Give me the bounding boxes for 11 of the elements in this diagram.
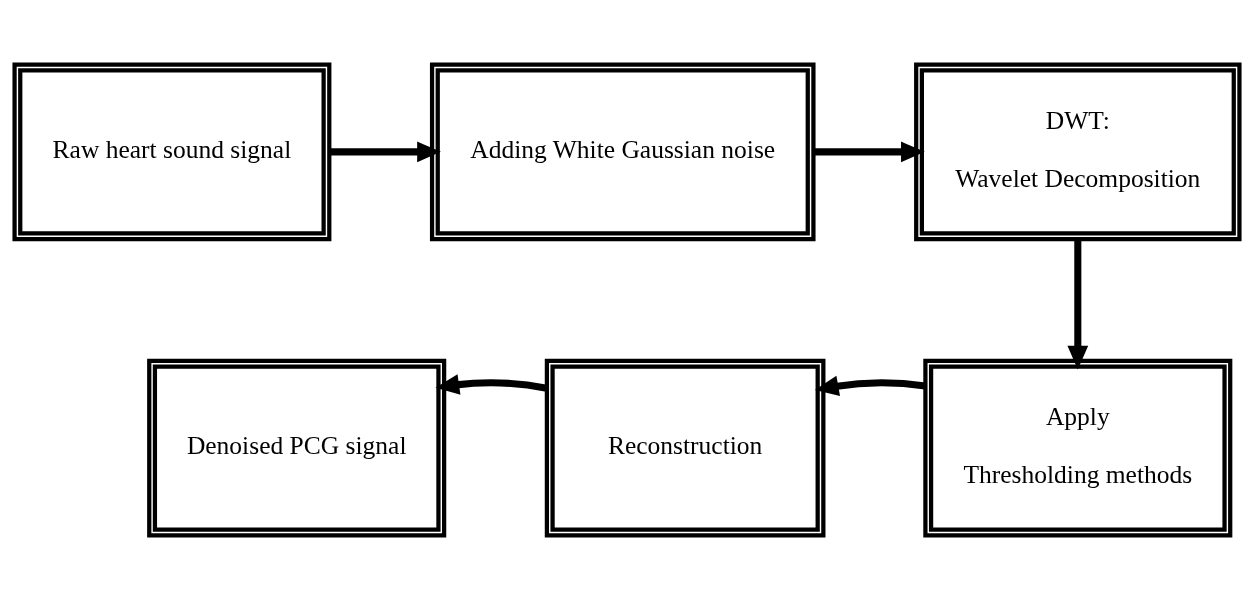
node-box: Denoised PCG signal (147, 358, 447, 538)
arrow (813, 141, 925, 163)
node-box: Raw heart sound signal (12, 62, 332, 242)
arrow (329, 141, 441, 163)
node-box: DWT: Wavelet Decomposition (914, 62, 1242, 242)
node-box: Adding White Gaussian noise (429, 62, 816, 242)
node-box: Reconstruction (544, 358, 826, 538)
arrow (435, 374, 548, 395)
arrow (814, 375, 926, 397)
node-box: Apply Thresholding methods (923, 358, 1233, 538)
arrow (1067, 239, 1089, 370)
